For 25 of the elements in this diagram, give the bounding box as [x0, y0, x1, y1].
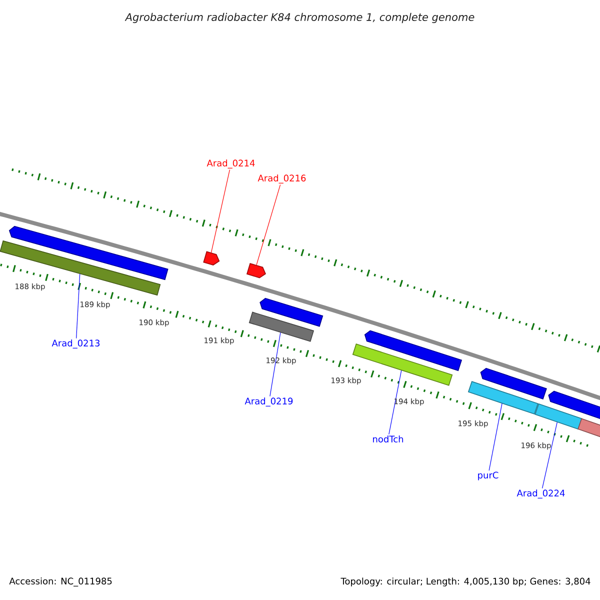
accession-text: Accession: NC_011985: [9, 578, 112, 586]
gene-feature: [548, 390, 600, 420]
gene-bar: [578, 418, 600, 438]
leader-line: [256, 184, 281, 266]
gene-label: Arad_0214: [206, 160, 255, 168]
gene-label: purC: [478, 472, 498, 480]
leader-line: [210, 169, 230, 253]
gene-feature: [203, 251, 220, 266]
gene-feature: [260, 298, 324, 327]
gene-feature: [480, 368, 547, 400]
leader-line: [488, 403, 502, 471]
genome-info-text: Topology: circular; Length: 4,005,130 bp; Genes: 3,804: [340, 578, 590, 586]
leader-line: [270, 332, 281, 397]
leader-line: [388, 370, 402, 435]
gene-label: Arad_0219: [244, 398, 293, 406]
gene-feature: [246, 262, 266, 278]
gene-label: Arad_0216: [258, 174, 306, 184]
gene-label: Arad_0224: [516, 490, 565, 498]
gene-label: Arad_0213: [52, 340, 100, 348]
diagram-title: Agrobacterium radiobacter K84 chromosome 1, complete genome: [124, 12, 474, 24]
gene-bar: [0, 240, 161, 296]
gene-feature: [364, 330, 462, 372]
gene-label: nodTch: [373, 436, 404, 442]
leader-line: [76, 274, 80, 339]
leader-line: [542, 422, 558, 489]
